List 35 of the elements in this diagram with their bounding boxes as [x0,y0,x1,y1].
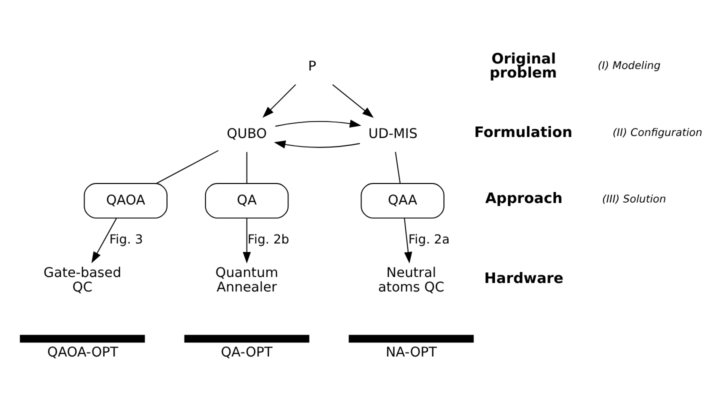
node-label: QA-OPT [220,344,273,360]
node-box [20,334,145,342]
node-text: P [308,59,316,74]
edge-label: Fig. 3 [109,230,143,246]
arrow [91,217,117,263]
node-box: QA [205,182,289,218]
label: (I) Modeling [598,59,661,72]
connector [394,151,401,184]
node-box: QAA [360,182,444,218]
label: Formulation [474,124,572,140]
node-text: QUBO [226,126,267,142]
node-text: Neutral atoms QC [378,265,444,295]
node-box [348,334,474,342]
connector [156,150,219,184]
node-box: QAOA [84,182,168,218]
arrow [262,84,296,118]
arrow [242,217,251,263]
label: (III) Solution [602,193,666,205]
node-text: UD-MIS [368,126,418,142]
edge-label: Fig. 2b [248,230,290,246]
label: Original problem [490,50,557,82]
label: (II) Configuration [612,126,702,139]
node-label: NA-OPT [386,344,437,360]
label: Hardware [484,270,564,286]
node-text: Gate-based QC [44,265,122,295]
arrow [274,140,360,148]
node-text: Quantum Annealer [215,265,278,295]
edge-label: Fig. 2a [408,230,450,246]
node-box [184,334,310,342]
arrow [274,119,362,128]
arrow [332,84,374,118]
connector [246,151,248,184]
node-label: QAOA-OPT [47,344,118,360]
label: Approach [485,190,563,207]
arrow [404,217,412,263]
